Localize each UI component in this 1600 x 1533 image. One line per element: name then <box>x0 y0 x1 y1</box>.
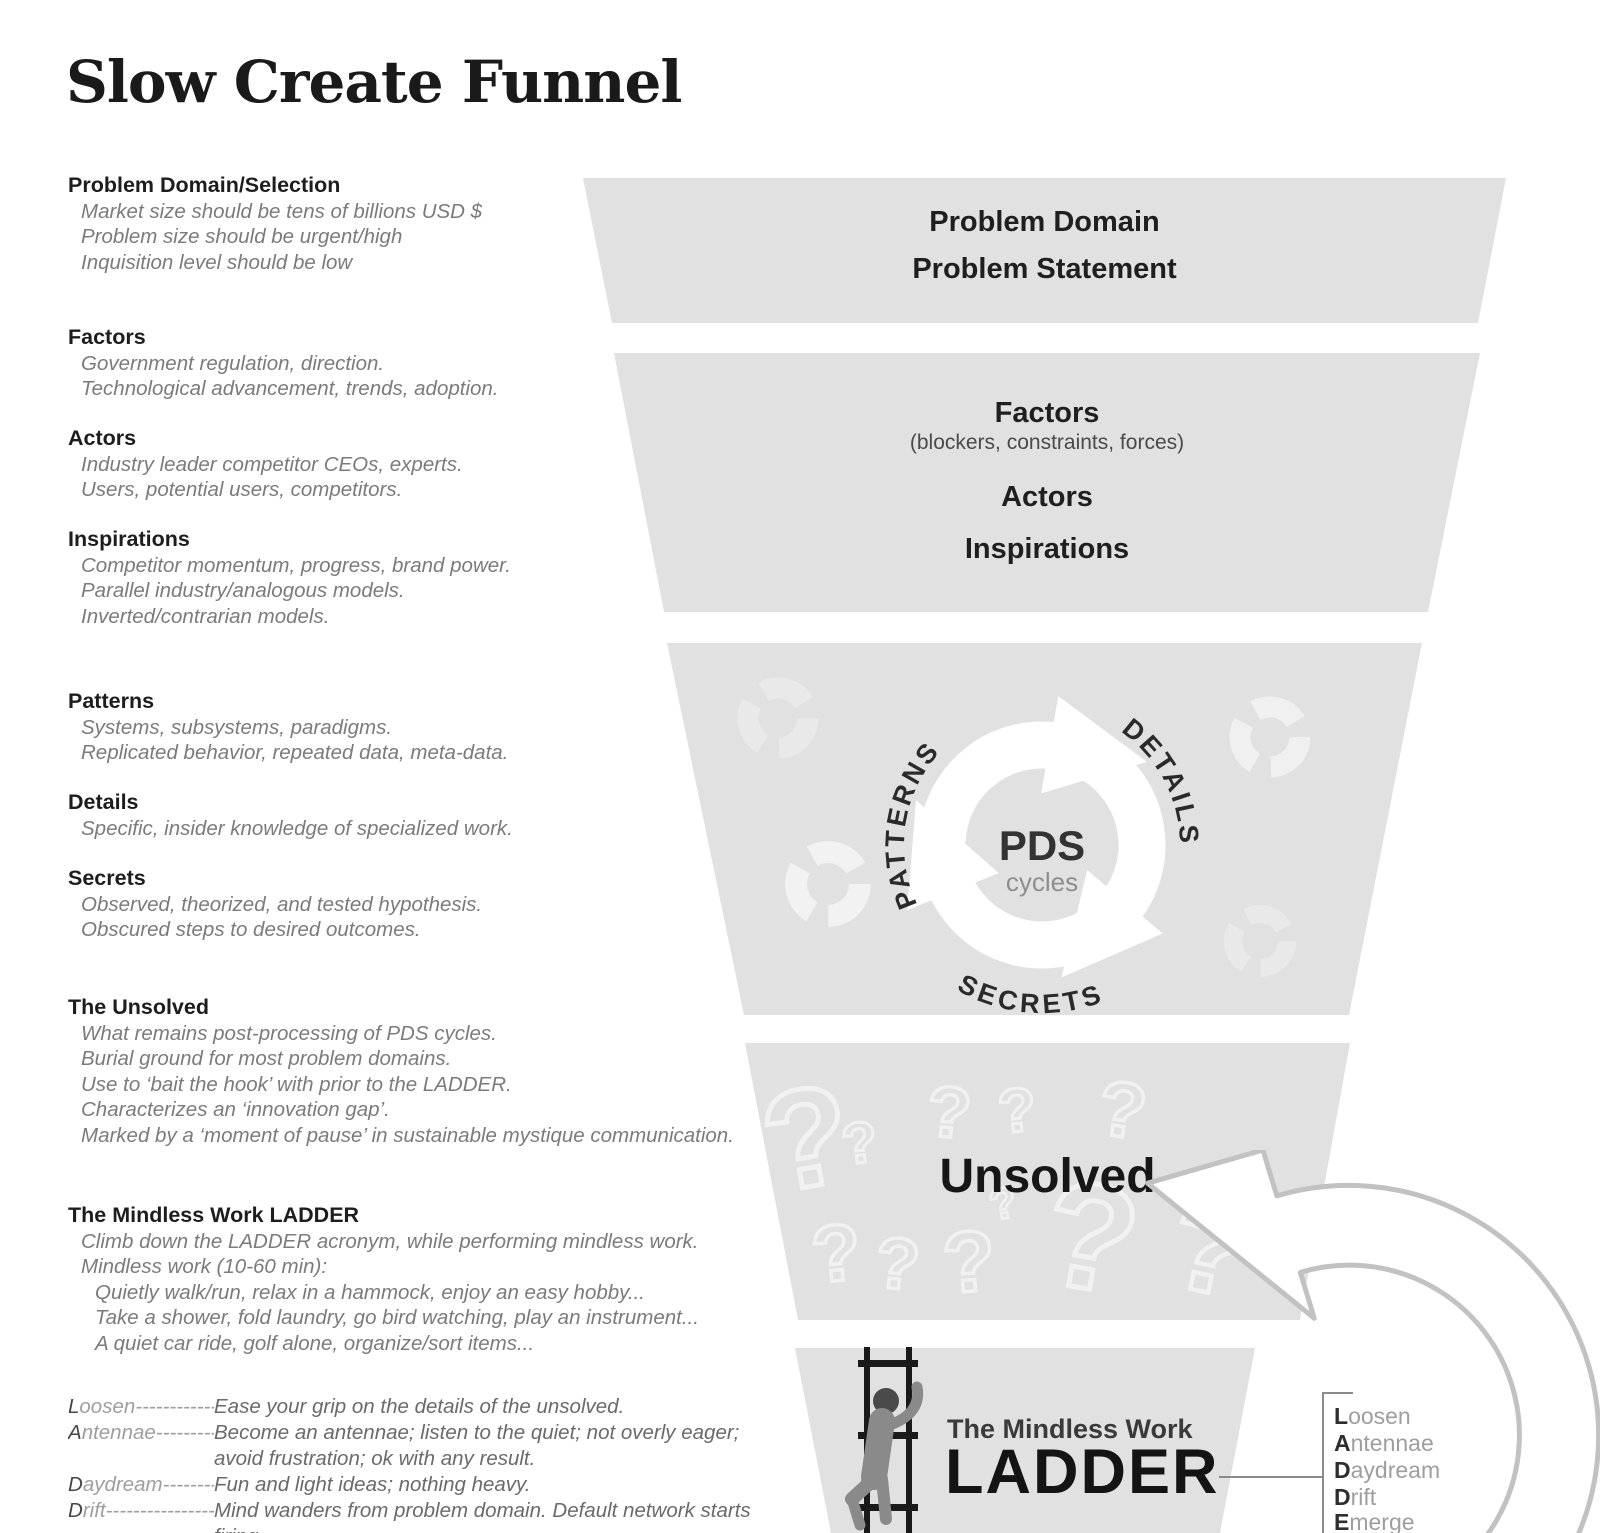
section-subitem: Quietly walk/run, relax in a hammock, en… <box>95 1280 645 1304</box>
ghost-cycle-icon <box>796 852 860 916</box>
question-mark-icon: ? <box>995 1075 1039 1147</box>
segment-label: Problem Domain <box>929 206 1160 238</box>
acronym-definition: Fun and light ideas; nothing heavy. <box>214 1473 531 1496</box>
funnel-segment-problem-domain: Problem Domain Problem Statement <box>583 178 1506 323</box>
ladder-climber-icon <box>845 1347 924 1533</box>
section-item: Marked by a ‘moment of pause’ in sustain… <box>81 1123 734 1147</box>
section-factors: Factors Government regulation, direction… <box>68 324 788 402</box>
section-item: Market size should be tens of billions U… <box>81 200 483 223</box>
section-item: Parallel industry/analogous models. <box>81 579 405 603</box>
section-item: Burial ground for most problem domains. <box>81 1047 452 1071</box>
section-subitem: A quiet car ride, golf alone, organize/s… <box>95 1331 535 1355</box>
acronym-row-antennae: Antennae------------------------ Become … <box>68 1420 774 1472</box>
section-item: Competitor momentum, progress, brand pow… <box>81 554 511 577</box>
section-item: Mindless work (10-60 min): <box>81 1255 328 1279</box>
section-item: Obscured steps to desired outcomes. <box>81 918 421 942</box>
section-item: Problem size should be urgent/high <box>81 225 403 249</box>
section-heading: Inspirations <box>68 527 190 551</box>
section-item: What remains post-processing of PDS cycl… <box>81 1022 497 1045</box>
section-item: Use to ‘bait the hook’ with prior to the… <box>81 1072 512 1096</box>
section-secrets: Secrets Observed, theorized, and tested … <box>68 865 788 943</box>
acronym-row-daydream: Daydream------------------------ Fun and… <box>68 1472 774 1498</box>
segment-label: Factors <box>994 397 1100 429</box>
section-item: Replicated behavior, repeated data, meta… <box>81 741 509 765</box>
ladder-list-item-daydream: Daydream <box>1334 1457 1441 1483</box>
acronym-definition: Mind wanders from problem domain. Defaul… <box>214 1499 751 1533</box>
ladder-title-line2: LADDER <box>945 1437 1220 1507</box>
question-mark-icon: ? <box>940 1213 999 1312</box>
ladder-list-item-loosen: Loosen <box>1334 1403 1411 1429</box>
segment-label: Unsolved <box>939 1150 1156 1203</box>
ghost-cycle-icons <box>748 688 1300 968</box>
section-the-unsolved: The Unsolved What remains post-processin… <box>68 994 788 1148</box>
section-item: Climb down the LADDER acronym, while per… <box>81 1230 699 1253</box>
person-icon <box>845 1381 924 1531</box>
acronym-row-drift: Drift------------------------ Mind wande… <box>68 1498 774 1533</box>
question-mark-icon: ? <box>807 1206 865 1300</box>
ladder-list-item-drift: Drift <box>1334 1484 1377 1510</box>
section-item: Characterizes an ‘innovation gap’. <box>81 1098 390 1122</box>
section-heading: Secrets <box>68 866 146 890</box>
section-mindless-work-ladder: The Mindless Work LADDER Climb down the … <box>68 1202 788 1356</box>
section-heading: Factors <box>68 325 146 349</box>
section-item: Government regulation, direction. <box>81 352 385 375</box>
section-heading: The Mindless Work LADDER <box>68 1203 360 1227</box>
question-mark-icon: ? <box>924 1071 975 1155</box>
ladder-list-item-emerge: Emerge <box>1334 1509 1415 1533</box>
bracket-tick <box>1322 1392 1353 1394</box>
section-patterns: Patterns Systems, subsystems, paradigms.… <box>68 688 788 766</box>
acronym-term: Loosen------------------------ <box>68 1395 214 1418</box>
section-item: Systems, subsystems, paradigms. <box>81 716 393 739</box>
section-heading: Details <box>68 790 139 814</box>
segment-sublabel: (blockers, constraints, forces) <box>909 431 1185 454</box>
section-problem-domain-selection: Problem Domain/Selection Market size sho… <box>68 172 788 275</box>
section-subitem: Take a shower, fold laundry, go bird wat… <box>95 1306 699 1330</box>
ghost-cycle-icon <box>1240 707 1300 767</box>
feedback-arrow-icon <box>1145 1150 1600 1533</box>
section-actors: Actors Industry leader competitor CEOs, … <box>68 425 788 503</box>
acronym-definition: Become an antennae; listen to the quiet;… <box>214 1421 740 1470</box>
ring-label-secrets: SECRETS <box>953 968 1108 1015</box>
section-item: Inquisition level should be low <box>81 250 353 274</box>
section-item: Specific, insider knowledge of specializ… <box>81 817 513 840</box>
segment-label: Actors <box>1001 481 1093 513</box>
section-heading: Actors <box>68 426 137 450</box>
section-item: Observed, theorized, and tested hypothes… <box>81 893 483 916</box>
section-details: Details Specific, insider knowledge of s… <box>68 789 788 841</box>
section-inspirations: Inspirations Competitor momentum, progre… <box>68 526 788 629</box>
ladder-list-item-antennae: Antennae <box>1334 1430 1434 1456</box>
section-item: Users, potential users, competitors. <box>81 478 403 502</box>
section-item: Technological advancement, trends, adopt… <box>81 377 499 401</box>
pds-center-subtitle: cycles <box>1006 867 1078 897</box>
acronym-term: Drift------------------------ <box>68 1499 214 1522</box>
cycle-arrows-icon <box>942 745 1142 945</box>
funnel-segment-pds-cycles: PATTERNS DETAILS SECRETS PDS cycles <box>667 643 1422 1015</box>
ladder-acronym-definitions: Loosen------------------------ Ease your… <box>68 1394 774 1533</box>
section-heading: The Unsolved <box>68 995 209 1019</box>
question-mark-icon: ? <box>871 1222 923 1306</box>
ghost-cycle-icon <box>1233 914 1287 968</box>
acronym-term: Antennae------------------------ <box>68 1421 214 1444</box>
bracket-line <box>1322 1392 1324 1533</box>
ghost-cycle-icon <box>748 688 808 748</box>
acronym-row-loosen: Loosen------------------------ Ease your… <box>68 1394 774 1420</box>
section-item: Industry leader competitor CEOs, experts… <box>81 453 463 476</box>
segment-label: Inspirations <box>964 533 1130 565</box>
page-title: Slow Create Funnel <box>66 48 682 116</box>
pds-center-title: PDS <box>999 822 1085 869</box>
acronym-term: Daydream------------------------ <box>68 1473 214 1496</box>
section-item: Inverted/contrarian models. <box>81 604 330 628</box>
section-heading: Patterns <box>68 689 155 713</box>
question-mark-icon: ? <box>1093 1063 1152 1157</box>
segment-label: Problem Statement <box>912 253 1177 285</box>
acronym-definition: Ease your grip on the details of the uns… <box>214 1395 625 1418</box>
ladder-title-line1: The Mindless Work <box>947 1414 1193 1444</box>
section-heading: Problem Domain/Selection <box>68 173 341 197</box>
bracket-connector-line <box>1219 1476 1322 1478</box>
funnel-segment-factors-actors-inspirations: Factors (blockers, constraints, forces) … <box>614 353 1480 612</box>
pds-cycle-graphic: PATTERNS DETAILS SECRETS PDS cycles <box>667 643 1422 1015</box>
